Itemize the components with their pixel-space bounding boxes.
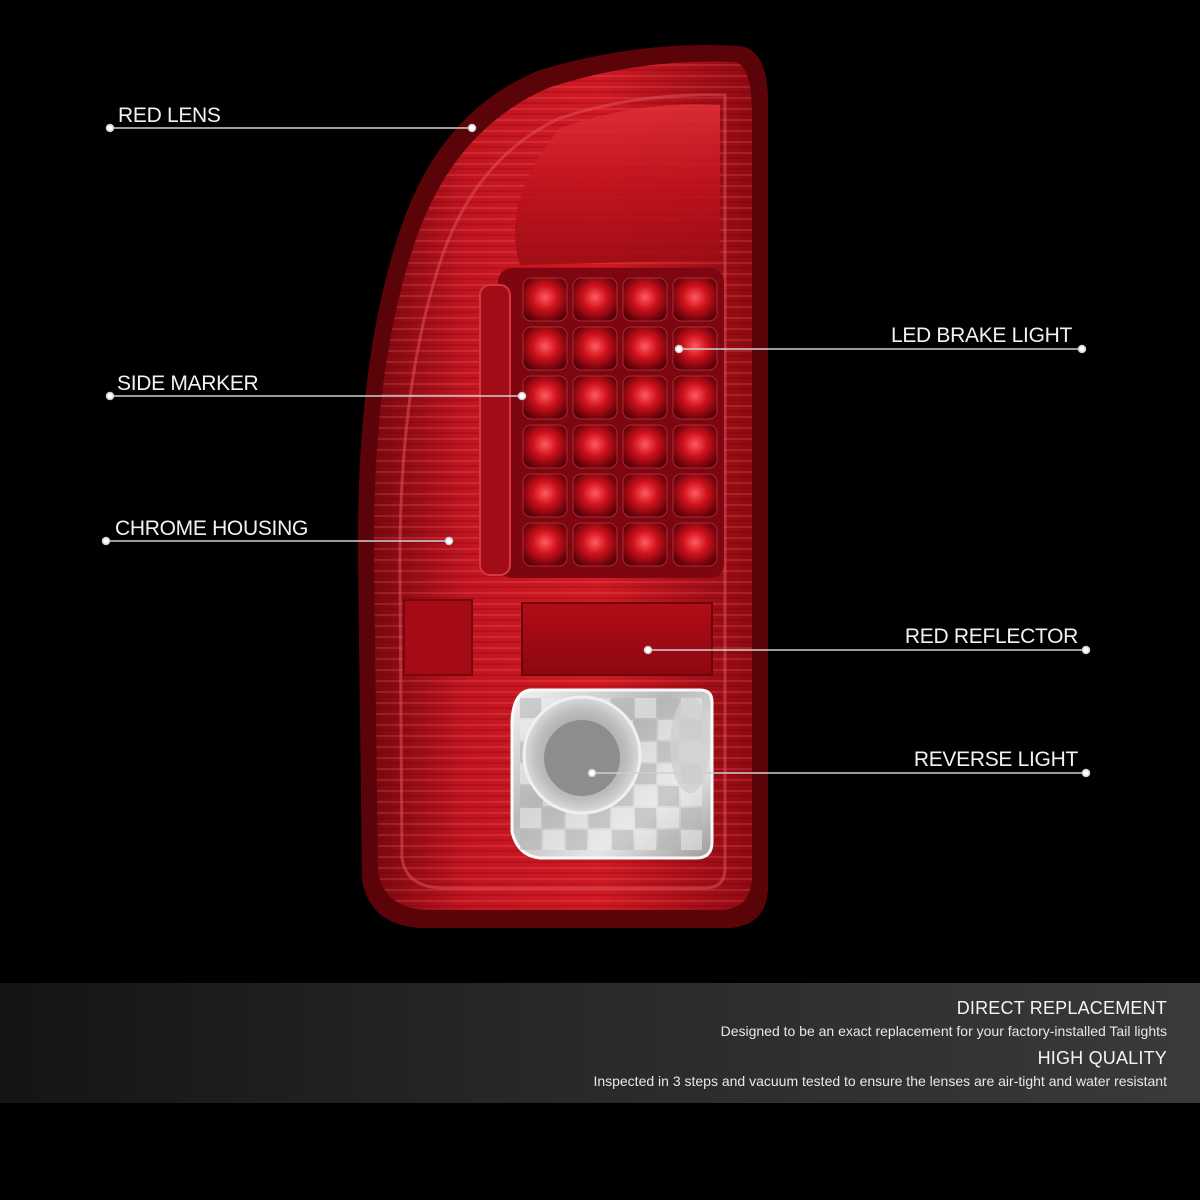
chrome-facet [635, 764, 656, 784]
led-cell [572, 522, 618, 567]
led-cell [572, 375, 618, 420]
feature-title: DIRECT REPLACEMENT [956, 998, 1167, 1018]
chrome-facet [635, 830, 656, 850]
led-cell [672, 424, 718, 469]
callout-reverse-light: REVERSE LIGHT [913, 748, 1078, 771]
led-cell [672, 375, 718, 420]
callout-chrome-housing: CHROME HOUSING [115, 517, 308, 540]
feature-title: HIGH QUALITY [1037, 1048, 1167, 1068]
led-brake-light-block [479, 268, 724, 578]
chrome-facet [635, 698, 656, 718]
led-cell [572, 424, 618, 469]
led-cell [672, 473, 718, 518]
chrome-housing-band [398, 93, 727, 890]
chrome-facet [658, 808, 679, 828]
chrome-facet [543, 830, 564, 850]
red-reflector-left [403, 599, 473, 676]
feature-description: Designed to be an exact replacement for … [720, 1023, 1167, 1039]
feature-info-band: DIRECT REPLACEMENT Designed to be an exa… [0, 983, 1200, 1103]
led-cell [522, 277, 568, 322]
led-cell [622, 473, 668, 518]
chrome-facet [635, 720, 656, 740]
callout-led-brake-light: LED BRAKE LIGHT [890, 324, 1072, 347]
callout-side-marker: SIDE MARKER [117, 372, 259, 395]
chrome-facet [612, 830, 633, 850]
led-cell [522, 473, 568, 518]
callout-lines [101, 123, 1091, 778]
led-cell [622, 424, 668, 469]
callout-red-lens: RED LENS [118, 104, 221, 127]
led-cell [522, 424, 568, 469]
led-cell [622, 277, 668, 322]
led-cell [522, 326, 568, 371]
chrome-facet [681, 808, 702, 828]
chrome-facet [635, 786, 656, 806]
feature-description: Inspected in 3 steps and vacuum tested t… [593, 1073, 1167, 1089]
led-cell [572, 473, 618, 518]
chrome-facet [658, 698, 679, 718]
chrome-facet [589, 830, 610, 850]
reverse-light-module [510, 688, 714, 860]
chrome-facet [566, 830, 587, 850]
chrome-facet [635, 808, 656, 828]
chrome-facet [658, 830, 679, 850]
chrome-facet [658, 786, 679, 806]
callout-red-reflector: RED REFLECTOR [904, 625, 1078, 648]
chrome-facet [543, 808, 564, 828]
chrome-facet [520, 698, 541, 718]
led-cell [622, 375, 668, 420]
feature-high-quality: HIGH QUALITY Inspected in 3 steps and va… [593, 1049, 1167, 1088]
chrome-facet [520, 808, 541, 828]
led-cell [572, 277, 618, 322]
led-cell [622, 522, 668, 567]
side-marker-bar [479, 284, 511, 576]
led-cell [522, 522, 568, 567]
chrome-facet [612, 808, 633, 828]
led-cell [672, 277, 718, 322]
red-reflector [521, 602, 713, 676]
feature-direct-replacement: DIRECT REPLACEMENT Designed to be an exa… [721, 999, 1167, 1038]
led-cell [672, 522, 718, 567]
chrome-facet [681, 830, 702, 850]
chrome-facet [520, 830, 541, 850]
led-cell [522, 375, 568, 420]
led-cell [572, 326, 618, 371]
led-cell [622, 326, 668, 371]
